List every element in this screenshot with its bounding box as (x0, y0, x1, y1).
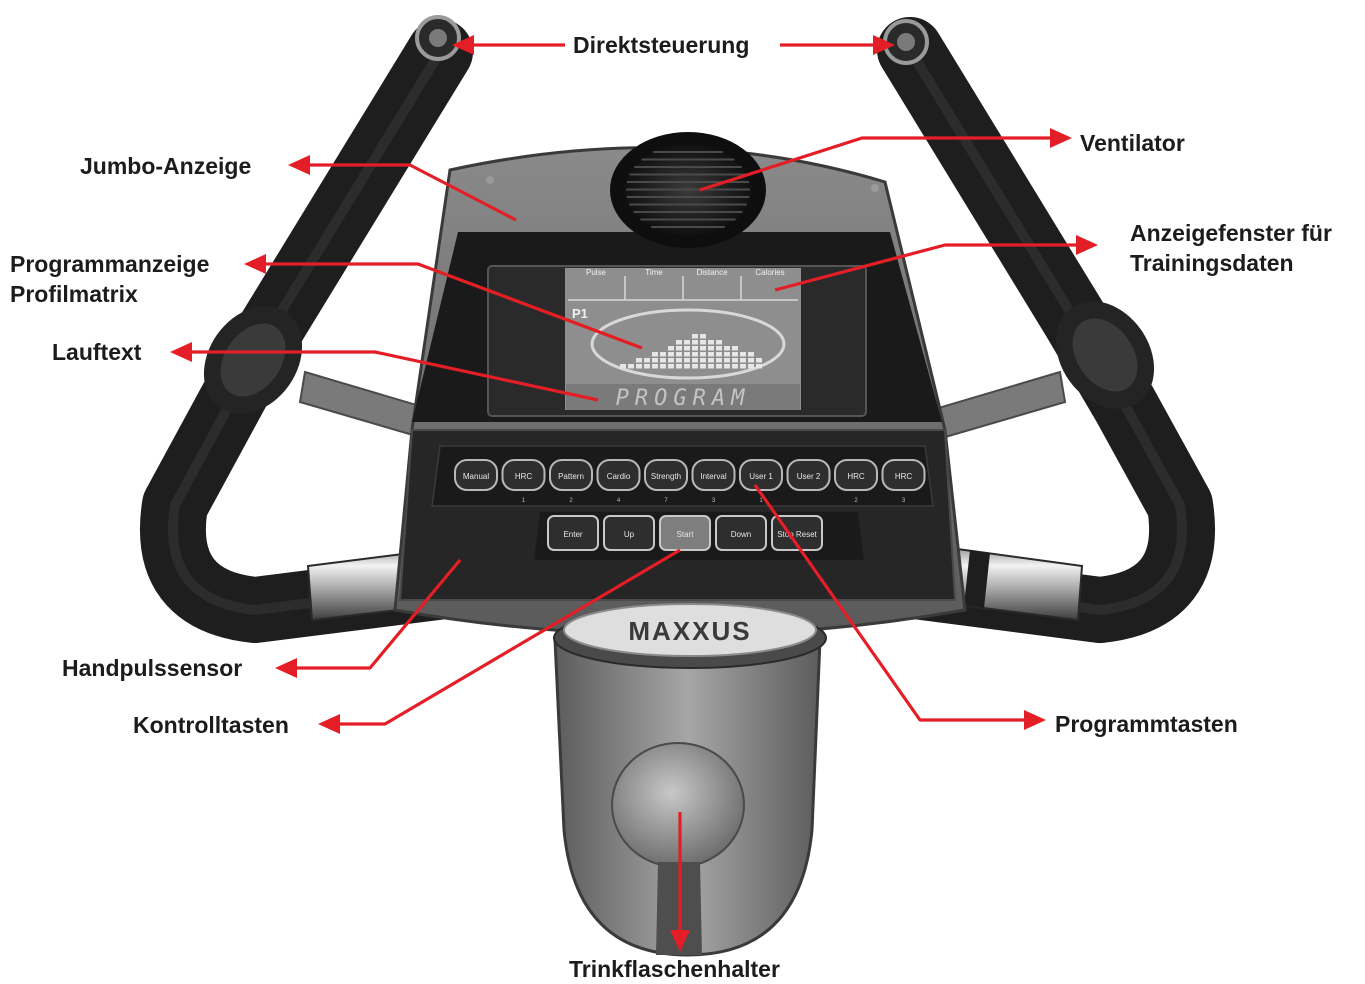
label-trinkflaschenhalter: Trinkflaschenhalter (569, 954, 780, 984)
label-programmtasten: Programmtasten (1055, 709, 1238, 739)
program-button-label: HRC (895, 472, 913, 481)
control-button-3[interactable]: Down (716, 516, 766, 550)
label-jumbo-anzeige: Jumbo-Anzeige (80, 151, 251, 181)
control-button-2[interactable]: Start (660, 516, 710, 550)
lcd-header-3: Calories (755, 268, 784, 277)
program-button-label: User 2 (797, 472, 821, 481)
control-button-label: Start (677, 530, 695, 539)
control-button-label: Up (624, 530, 635, 539)
program-button-label: Manual (463, 472, 489, 481)
program-button-label: Interval (700, 472, 726, 481)
lcd-header-0: Pulse (586, 268, 607, 277)
control-button-label: Stop Reset (777, 530, 817, 539)
program-button-label: Cardio (607, 472, 631, 481)
arrow-direktsteuerung-right (780, 35, 895, 55)
program-button-0[interactable]: Manual (455, 460, 497, 490)
program-button-label: HRC (515, 472, 533, 481)
label-direktsteuerung: Direktsteuerung (573, 30, 749, 60)
lcd-program-label: P1 (572, 306, 588, 321)
control-button-0[interactable]: Enter (548, 516, 598, 550)
program-button-label: Strength (651, 472, 681, 481)
label-ventilator: Ventilator (1080, 128, 1185, 158)
label-lauftext: Lauftext (52, 337, 141, 367)
program-button-label: Pattern (558, 472, 584, 481)
lcd-screen: Pulse Time Distance Calories P1 PROGRAM (488, 266, 866, 416)
label-handpulssensor: Handpulssensor (62, 653, 242, 683)
bottle-holder: MAXXUS (554, 604, 826, 955)
control-button-1[interactable]: Up (604, 516, 654, 550)
program-button-label: HRC (847, 472, 865, 481)
lcd-header-1: Time (645, 268, 663, 277)
fan (610, 132, 766, 248)
label-kontrolltasten: Kontrolltasten (133, 710, 289, 740)
arrow-direktsteuerung-left (452, 35, 565, 55)
lcd-header-2: Distance (696, 268, 728, 277)
control-button-label: Down (731, 530, 751, 539)
lcd-marquee-text: PROGRAM (616, 386, 751, 411)
program-button-label: User 1 (749, 472, 773, 481)
lcd-marquee: PROGRAM (566, 384, 800, 411)
brand-logo-text: MAXXUS (628, 616, 751, 646)
program-button-7[interactable]: User 2 (788, 460, 830, 490)
control-button-label: Enter (563, 530, 582, 539)
